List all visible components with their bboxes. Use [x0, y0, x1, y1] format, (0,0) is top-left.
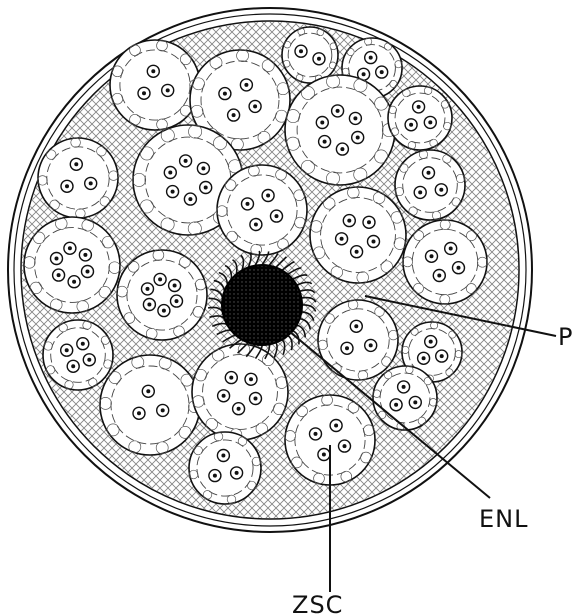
tubule [285, 75, 396, 185]
tubule [282, 27, 338, 83]
label-zsc: ZSC [292, 591, 343, 616]
tubule [192, 344, 288, 441]
tubule [110, 40, 201, 130]
tubule [189, 432, 261, 504]
tubule [373, 366, 437, 430]
tubule [100, 355, 201, 455]
tubule [318, 300, 398, 380]
tubule [403, 220, 488, 305]
tubule [43, 320, 113, 390]
label-p: P [558, 323, 573, 351]
tubule [38, 138, 119, 219]
tubule [388, 86, 452, 150]
tubule [310, 187, 406, 284]
tubule [117, 250, 207, 340]
label-enl: ENL [479, 505, 529, 533]
tubule [217, 165, 307, 255]
tubule [395, 150, 465, 220]
tubule [24, 217, 121, 313]
